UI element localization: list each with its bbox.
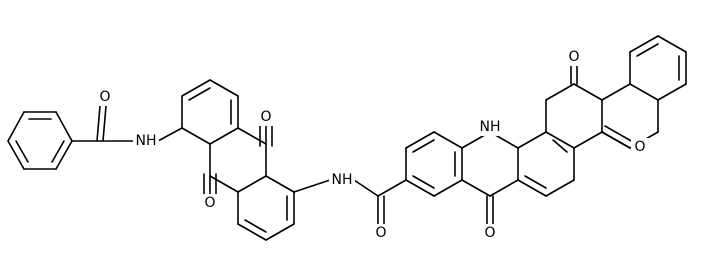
atom-label-o-anthraquinone-top: O (257, 108, 275, 126)
amide-linker (353, 179, 407, 225)
atom-label-o-benzamide: O (96, 88, 114, 106)
svg-text:NH: NH (332, 172, 353, 188)
benzamide-group (71, 105, 183, 142)
atom-label-nh-benzamide: NH (133, 132, 159, 150)
acridone-central-ring (461, 131, 519, 225)
svg-text:O: O (634, 139, 645, 155)
svg-text:O: O (375, 225, 386, 241)
svg-text:O: O (484, 225, 495, 241)
svg-text:O: O (99, 89, 110, 105)
atom-label-nh-amide: NH (329, 171, 355, 189)
anthraquinone-core (181, 79, 331, 241)
atom-label-o-quinone-right: O (631, 138, 649, 156)
svg-text:O: O (204, 195, 215, 211)
atom-label-o-quinone-top: O (565, 48, 583, 66)
atom-label-nh-acridone: NH (477, 118, 503, 136)
acridone-right-ring (517, 131, 575, 197)
atom-label-o-amide: O (372, 224, 390, 242)
quinone-ring (545, 65, 634, 149)
atom-label-o-anthraquinone-bottom: O (201, 194, 219, 212)
atom-label-o-acridone: O (481, 224, 499, 242)
acridone-left-ring (405, 131, 463, 197)
benzoyl-phenyl-ring (7, 111, 73, 170)
svg-text:NH: NH (136, 133, 157, 149)
svg-text:O: O (260, 109, 271, 125)
svg-text:NH: NH (480, 119, 501, 135)
svg-text:O: O (568, 49, 579, 65)
